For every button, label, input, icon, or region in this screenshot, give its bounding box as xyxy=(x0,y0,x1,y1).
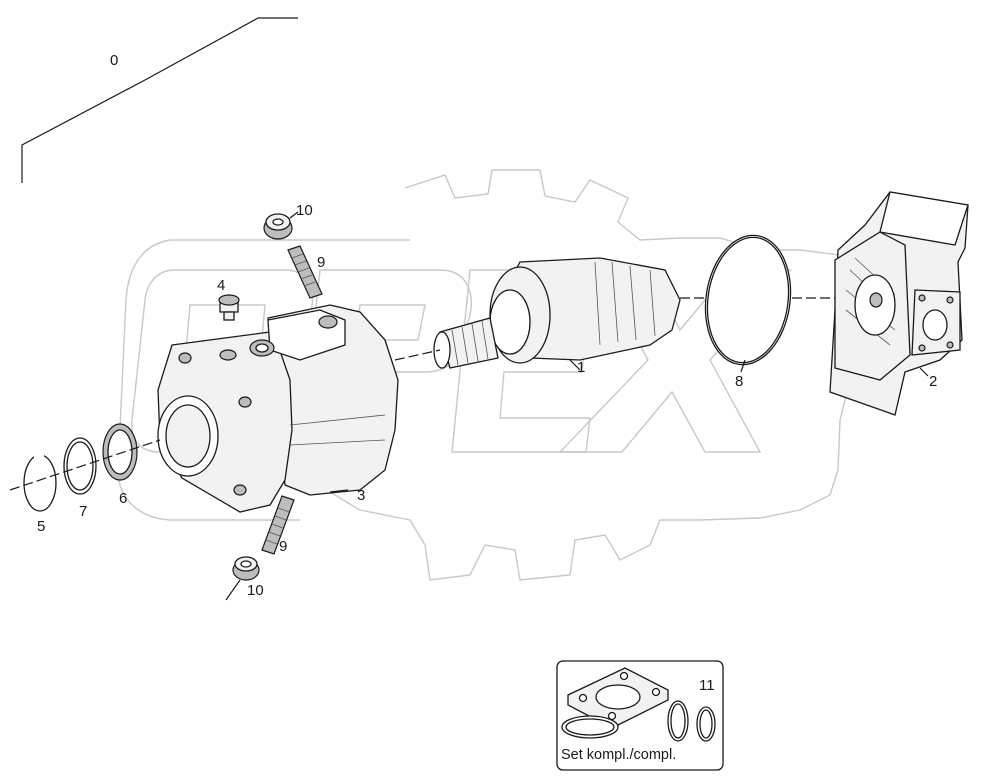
assembly-leader-0 xyxy=(21,17,298,183)
callout-5: 5 xyxy=(37,518,45,535)
part-1-rotary-group xyxy=(433,257,681,369)
watermark-letter-x xyxy=(558,269,792,453)
part-7-washer xyxy=(63,437,97,495)
callout-3: 3 xyxy=(357,487,365,504)
part-2-port-plate xyxy=(829,191,969,416)
callout-6: 6 xyxy=(119,490,127,507)
part-4-plug xyxy=(218,294,240,321)
seal-kit-o-ring-flat xyxy=(561,715,619,739)
callout-7: 7 xyxy=(79,503,87,520)
part-3-motor-housing xyxy=(157,304,399,513)
seal-kit-caption: Set kompl./compl. xyxy=(561,747,676,763)
part-6-shaft-seal xyxy=(102,423,138,481)
seal-kit-ring-small xyxy=(696,706,716,742)
callout-labels: 0 1 2 3 4 5 6 7 8 9 9 10 10 11 Set kompl… xyxy=(37,52,937,763)
callout-1: 1 xyxy=(577,359,585,376)
callout-10-bottom: 10 xyxy=(247,582,264,599)
callout-0: 0 xyxy=(110,52,118,69)
callout-4: 4 xyxy=(217,277,225,294)
part-5-circlip xyxy=(23,452,57,512)
callout-8: 8 xyxy=(735,373,743,390)
seal-kit-box xyxy=(556,660,724,771)
part-9-stud-bottom xyxy=(261,495,295,555)
part-9-stud-top xyxy=(287,245,323,299)
callout-11: 11 xyxy=(699,677,715,694)
callout-9-top: 9 xyxy=(317,254,325,271)
part-10-nut-top xyxy=(263,213,293,240)
callout-10-top: 10 xyxy=(296,202,313,219)
callout-9-bottom: 9 xyxy=(279,538,287,555)
seal-kit-flange-gasket xyxy=(567,667,669,729)
callout-2: 2 xyxy=(929,373,937,390)
seal-kit-ring-large xyxy=(667,700,689,742)
watermark-gear-outline xyxy=(309,169,871,581)
part-10-nut-bottom xyxy=(225,556,260,601)
part-8-o-ring xyxy=(704,234,792,366)
